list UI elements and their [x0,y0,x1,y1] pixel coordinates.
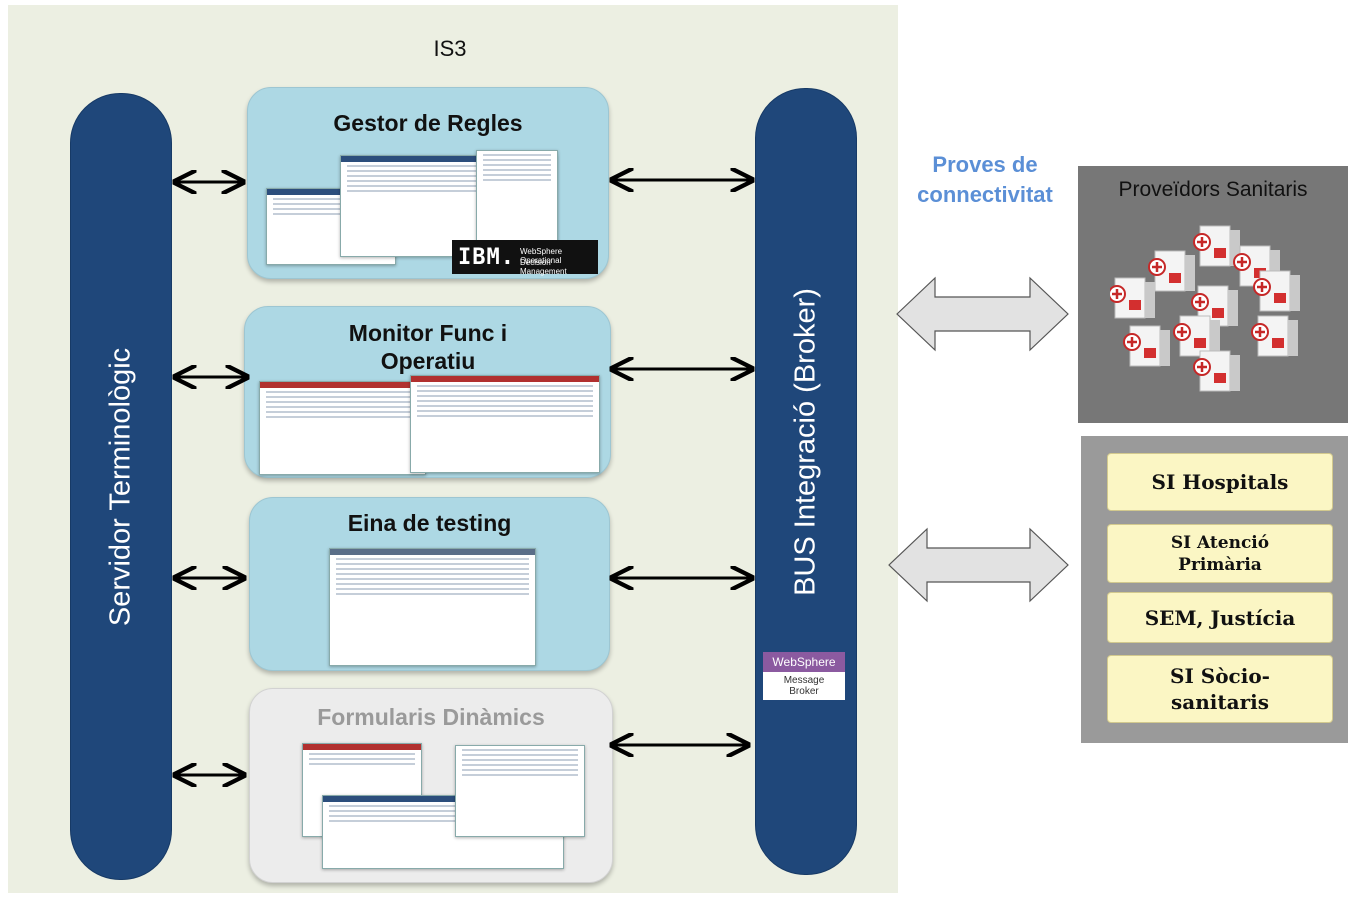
si-item-label-1: SI Sòcio- [1170,664,1270,688]
si-item-label-2: sanitaris [1171,690,1269,714]
box-eina-de-testing: Eina de testing [249,497,610,671]
hospital-icon [1252,269,1302,313]
block-arrow-proveidors [896,276,1069,352]
proveidors-sanitaris-title: Proveïdors Sanitaris [1118,178,1308,201]
hospital-icon [1172,314,1222,358]
box-title-testing: Eina de testing [347,510,512,536]
ibm-logo: IBM. WebSphere Operational Decision Mana… [452,240,598,276]
hospital-icon [1192,224,1242,268]
box-formularis-dinamics: Formularis Dinàmics [249,688,613,883]
websphere-message-broker-logo: WebSphere Message Broker [763,652,845,700]
hospital-icon [1147,249,1197,293]
gestor-screenshot-side [476,150,558,244]
is3-title: IS3 [433,36,467,61]
bus-integracio-pill: BUS Integració (Broker) [755,88,857,875]
hospital-icons-group [1110,224,1302,393]
hospital-icon [1110,276,1157,320]
hospital-icon [1192,349,1242,393]
si-item-label-1: SI Atenció [1170,532,1270,553]
si-item-label: SI Hospitals [1151,470,1289,494]
si-item: SI Atenció Primària [1107,524,1333,583]
si-item-label-2: Primària [1178,554,1262,575]
block-arrow-si [888,527,1069,603]
websphere-logo-bottom-2: Broker [789,686,819,697]
box-title-gestor: Gestor de Regles [333,110,523,136]
testing-screenshot [329,548,536,666]
proves-connectivitat-label: Proves de connectivitat [895,150,1075,210]
proves-line-1: Proves de [932,152,1038,177]
box-title-monitor: Monitor Func i Operatiu [348,320,508,374]
hospital-icon [1250,314,1300,358]
monitor-screenshot-left [259,381,426,475]
monitor-screenshot-right [410,375,600,473]
ibm-logo-text: IBM. [458,245,515,270]
websphere-logo-top: WebSphere [763,652,845,672]
ibm-product-2: Decision Management [520,258,567,276]
si-item: SI Sòcio- sanitaris [1107,655,1333,723]
si-item: SEM, Justícia [1107,592,1333,643]
box-title-formularis: Formularis Dinàmics [317,704,545,730]
box-monitor-func-operatiu: Monitor Func i Operatiu [244,306,611,478]
websphere-logo-bottom: Message Broker [763,672,845,697]
si-item: SI Hospitals [1107,453,1333,511]
proves-line-2: connectivitat [917,182,1053,207]
websphere-logo-bottom-1: Message [783,675,825,686]
servidor-terminologic-pill: Servidor Terminològic [70,93,172,880]
formularis-screenshot-popup [455,745,585,837]
ibm-product-1: WebSphere Operational [520,247,563,265]
hospital-icon [1122,324,1172,368]
si-item-label: SEM, Justícia [1144,605,1296,630]
box-gestor-de-regles: Gestor de Regles IBM. WebSphere Operatio… [247,87,609,279]
